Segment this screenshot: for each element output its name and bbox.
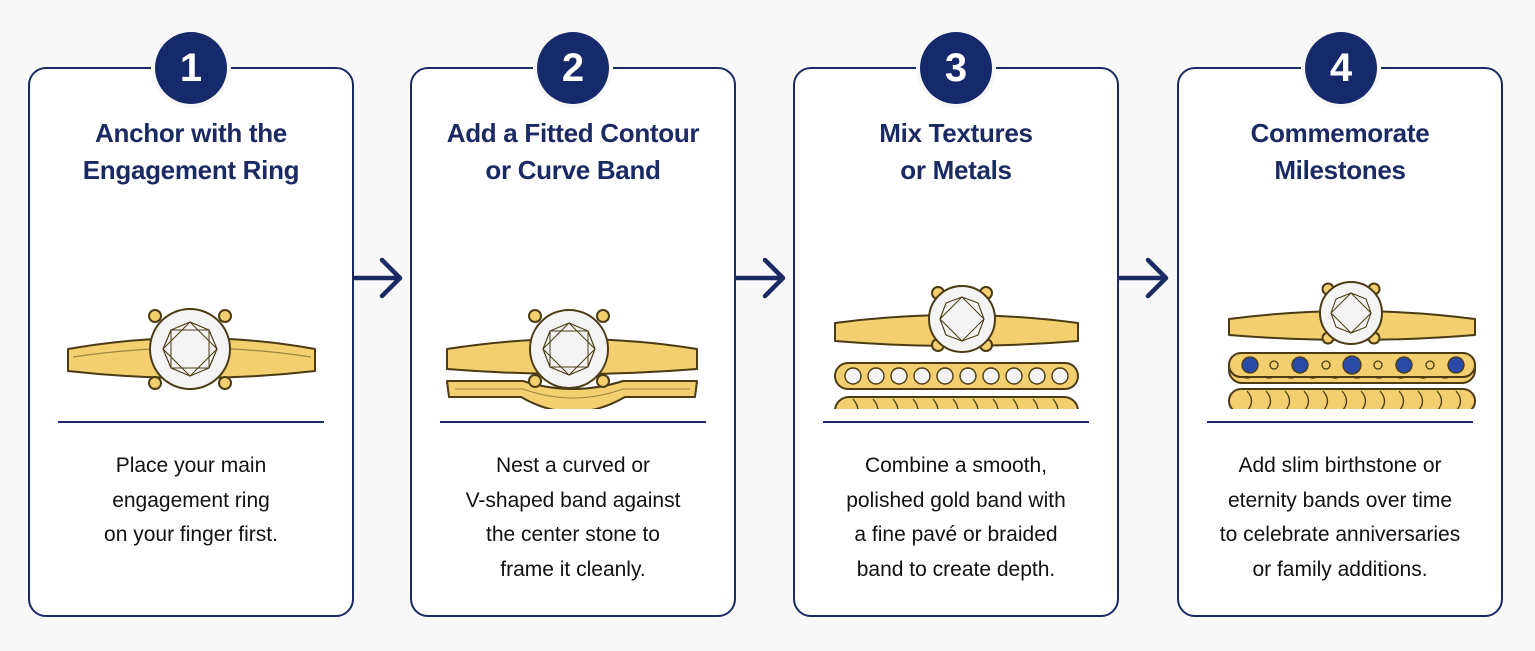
arrow-right-icon — [352, 257, 403, 299]
step-title: Add a Fitted Contour or Curve Band — [420, 115, 726, 189]
braided-band-icon — [1228, 388, 1476, 409]
step-card-1: Anchor with the Engagement Ring Place yo… — [28, 67, 354, 617]
step-description-line: eternity bands over time — [1227, 488, 1453, 512]
step-description-line: Combine a smooth, — [864, 454, 1048, 477]
divider — [58, 421, 324, 423]
step-number-badge: 1 — [155, 32, 227, 104]
step-description-line: Place your main — [115, 454, 267, 477]
step-number-badge: 2 — [537, 32, 609, 104]
step-description-line: polished gold band with — [846, 488, 1066, 512]
step-title-line: or Metals — [900, 155, 1012, 185]
step-card-2: Add a Fitted Contour or Curve Band Nest … — [410, 67, 736, 617]
step-title: Anchor with the Engagement Ring — [38, 115, 344, 189]
step-description-line: frame it cleanly. — [500, 557, 646, 581]
divider — [440, 421, 706, 423]
step-title-line: or Curve Band — [485, 155, 661, 185]
step-card-3: Mix Textures or Metals — [793, 67, 1119, 617]
step-title-line: Anchor with the — [95, 118, 287, 148]
step-title-line: Engagement Ring — [82, 155, 300, 185]
step-description-line: the center stone to — [486, 523, 660, 546]
arrow-right-icon — [1118, 257, 1169, 299]
step-description-line: band to create depth. — [856, 557, 1056, 581]
step-title: Mix Textures or Metals — [803, 115, 1109, 189]
divider — [1207, 421, 1473, 423]
step-description-line: engagement ring — [112, 488, 270, 512]
arrow-right-icon — [735, 257, 786, 299]
step-title-line: Add a Fitted Contour — [446, 118, 700, 148]
ring-stack-icon — [834, 285, 1079, 409]
step-title-line: Mix Textures — [879, 118, 1033, 148]
step-number-badge: 4 — [1305, 32, 1377, 104]
step-title-line: Milestones — [1274, 155, 1406, 185]
step-card-4: Commemorate Milestones — [1177, 67, 1503, 617]
solitaire-ring-icon — [67, 308, 316, 390]
pave-band-icon — [834, 362, 1079, 390]
birthstone-band-icon — [1228, 352, 1476, 378]
step-description: Nest a curved or V-shaped band against t… — [422, 449, 724, 587]
step-description: Add slim birthstone or eternity bands ov… — [1189, 449, 1491, 587]
step-description-line: Add slim birthstone or — [1238, 454, 1442, 477]
step-title: Commemorate Milestones — [1187, 115, 1493, 189]
step-number-badge: 3 — [920, 32, 992, 104]
step-description: Combine a smooth, polished gold band wit… — [805, 449, 1107, 587]
step-title-line: Commemorate — [1250, 118, 1430, 148]
step-description-line: V-shaped band against — [465, 488, 681, 512]
step-description-line: Nest a curved or — [495, 454, 651, 477]
step-description-line: a fine pavé or braided — [854, 523, 1058, 546]
contour-band-icon — [446, 309, 698, 409]
step-description-line: on your finger first. — [104, 523, 278, 546]
step-description-line: to celebrate anniversaries — [1219, 523, 1461, 546]
step-description-line: or family additions. — [1252, 557, 1428, 581]
step-description: Place your main engagement ring on your … — [40, 449, 342, 553]
divider — [823, 421, 1089, 423]
braided-band-icon — [834, 396, 1079, 409]
